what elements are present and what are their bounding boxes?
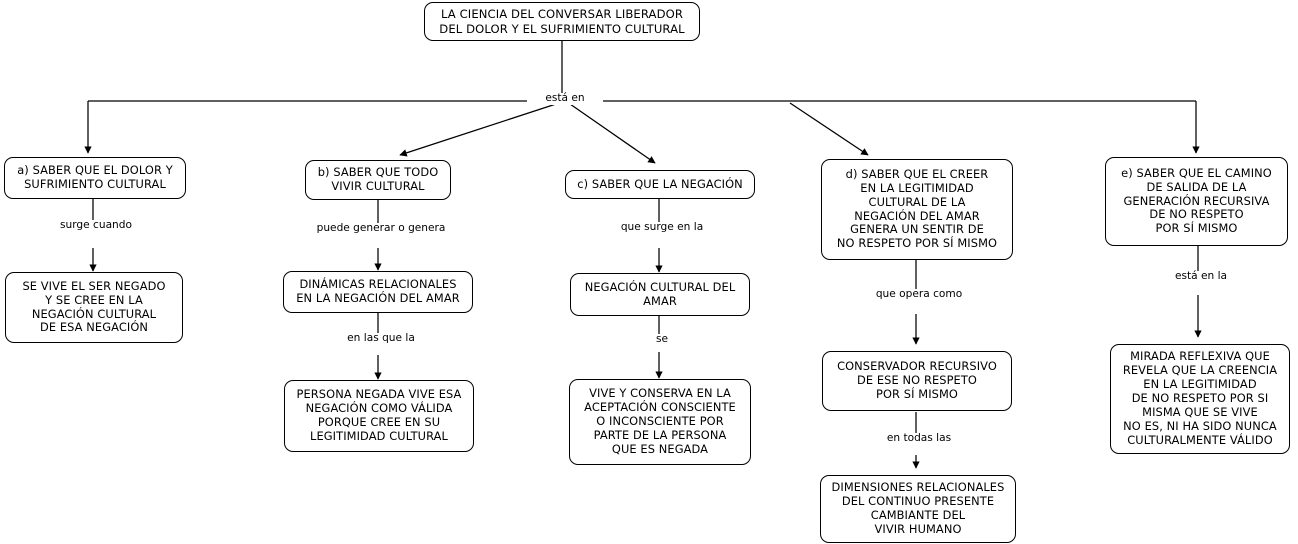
node-branch-a-step-1[interactable]: SE VIVE EL SER NEGADO Y SE CREE EN LA NE…	[5, 272, 183, 343]
node-branch-c-step-2[interactable]: VIVE Y CONSERVA EN LA ACEPTACIÓN CONSCIE…	[569, 379, 751, 465]
edge-label-d-2: en todas las	[866, 432, 972, 445]
wire-root-to-b	[399, 103, 557, 157]
node-branch-b-head[interactable]: b) SABER QUE TODO VIVIR CULTURAL	[305, 160, 451, 200]
node-branch-b-step-2[interactable]: PERSONA NEGADA VIVE ESA NEGACIÓN COMO VÁ…	[284, 380, 474, 452]
node-branch-d-step-1[interactable]: CONSERVADOR RECURSIVO DE ESE NO RESPETO …	[822, 351, 1012, 411]
node-branch-c-step-1[interactable]: NEGACIÓN CULTURAL DEL AMAR	[570, 273, 750, 316]
node-branch-b-step-1[interactable]: DINÁMICAS RELACIONALES EN LA NEGACIÓN DE…	[283, 271, 473, 313]
edge-label-a-1: surge cuando	[43, 219, 149, 232]
node-branch-d-step-2[interactable]: DIMENSIONES RELACIONALES DEL CONTINUO PR…	[820, 475, 1016, 543]
node-branch-e-head[interactable]: e) SABER QUE EL CAMINO DE SALIDA DE LA G…	[1105, 157, 1288, 246]
edge-label-c-1: que surge en la	[609, 221, 715, 234]
node-branch-d-head[interactable]: d) SABER QUE EL CREER EN LA LEGITIMIDAD …	[821, 159, 1013, 260]
edge-label-e-1: está en la	[1160, 270, 1242, 283]
wire-root-to-d	[789, 102, 869, 156]
edge-label-b-2: en las que la	[328, 332, 434, 345]
edge-label-d-1: que opera como	[866, 288, 972, 301]
node-branch-a-head[interactable]: a) SABER QUE EL DOLOR Y SUFRIMIENTO CULT…	[4, 157, 186, 199]
edge-label-c-2: se	[639, 333, 685, 346]
node-branch-c-head[interactable]: c) SABER QUE LA NEGACIÓN	[565, 170, 755, 199]
node-root[interactable]: LA CIENCIA DEL CONVERSAR LIBERADOR DEL D…	[424, 2, 700, 41]
node-branch-e-step-1[interactable]: MIRADA REFLEXIVA QUE REVELA QUE LA CREEN…	[1110, 344, 1290, 454]
edge-label-root: está en	[527, 92, 603, 105]
wire-root-to-c	[569, 103, 656, 164]
edge-label-b-1: puede generar o genera	[301, 222, 461, 235]
